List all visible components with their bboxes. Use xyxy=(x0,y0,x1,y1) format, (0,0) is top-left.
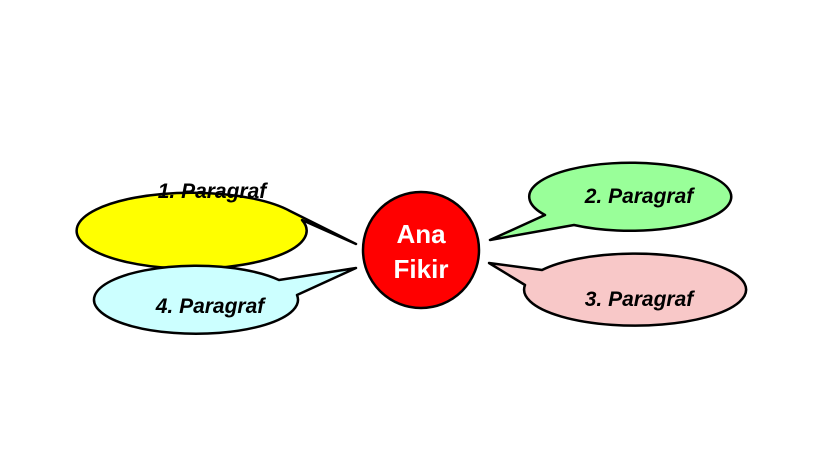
bubble-2-shape xyxy=(488,161,733,242)
bubble-2-paragraf: 2. Paragraf xyxy=(488,161,733,242)
bubble-3-paragraf: 3. Paragraf xyxy=(487,252,748,327)
center-label-line1: Ana xyxy=(396,219,446,249)
bubble-4-label: 4. Paragraf xyxy=(155,295,267,318)
center-circle xyxy=(361,190,481,310)
center-main-idea: Ana Fikir xyxy=(361,190,481,310)
bubble-2-label: 2. Paragraf xyxy=(584,185,696,208)
bubble-3-shape xyxy=(487,252,748,327)
bubble-4-shape xyxy=(92,264,358,336)
bubble-1-shape xyxy=(75,191,358,270)
bubble-1-label: 1. Paragraf xyxy=(158,180,269,203)
bubble-3-label: 3. Paragraf xyxy=(585,288,696,311)
bubble-1-paragraf: 1. Paragraf xyxy=(75,180,358,270)
bubble-4-paragraf: 4. Paragraf xyxy=(92,264,358,336)
center-label-line2: Fikir xyxy=(394,254,449,284)
